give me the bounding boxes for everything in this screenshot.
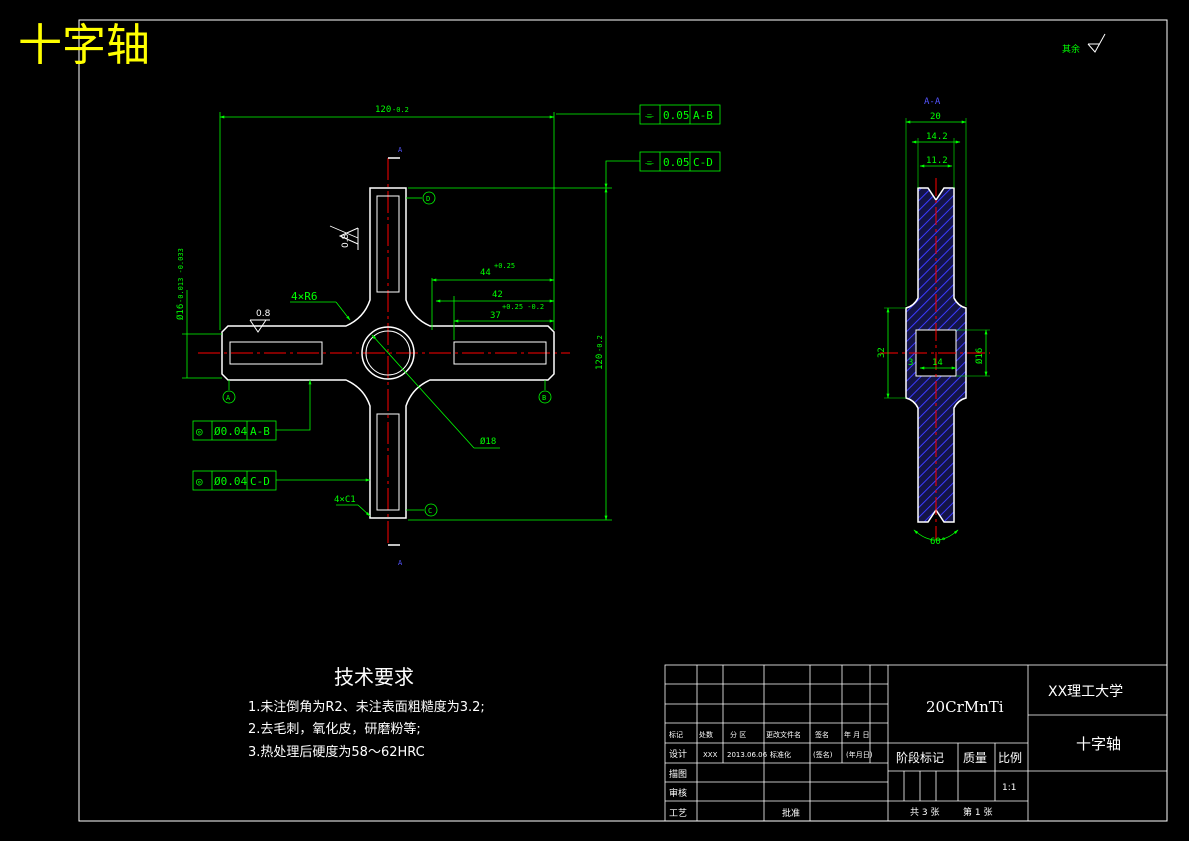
tolerance-frame-1: ⌯ 0.05 A-B xyxy=(639,104,721,125)
section-mark-bottom: A xyxy=(398,559,403,567)
surface-note: 其余 xyxy=(1062,43,1080,55)
svg-text:处数: 处数 xyxy=(699,730,713,739)
dim-37-tol: +0.25 -0.2 xyxy=(502,303,544,311)
svg-text:审核: 审核 xyxy=(669,787,687,799)
dim-11-2: 11.2 xyxy=(926,156,948,166)
tolerance-frame-2: ⌯ 0.05 C-D xyxy=(639,151,721,172)
chamfer-note: 4×C1 xyxy=(334,495,356,505)
dim-3: 3 xyxy=(908,358,913,368)
flatness-symbol-icon: ⌯ xyxy=(645,156,654,169)
svg-text:工艺: 工艺 xyxy=(669,808,687,819)
flatness-symbol-icon: ⌯ xyxy=(645,109,654,122)
dim-44: 44 xyxy=(480,268,491,278)
tech-requirements: 技术要求 1.未注倒角为R2、未注表面粗糙度为3.2; 2.去毛刺，氧化皮，研磨… xyxy=(248,665,485,760)
dim-16: Ø16 xyxy=(974,348,985,364)
weight-label: 质量 xyxy=(963,751,987,765)
part-name: 十字轴 xyxy=(1076,735,1121,753)
svg-text:0.05: 0.05 xyxy=(663,156,690,169)
stage-label: 阶段标记 xyxy=(896,750,944,765)
datum-a: A xyxy=(226,394,231,402)
concentricity-symbol-icon: ◎ xyxy=(196,425,203,438)
svg-text:Ø0.04: Ø0.04 xyxy=(214,475,247,488)
svg-text:年 月 日: 年 月 日 xyxy=(844,730,869,739)
dim-14: 14 xyxy=(932,358,943,368)
svg-text:A-B: A-B xyxy=(250,425,270,438)
tech-heading: 技术要求 xyxy=(334,665,414,689)
svg-text:A-B: A-B xyxy=(693,109,713,122)
dim-right-tol: -0.2 xyxy=(596,335,604,352)
drawing-title: 十字轴 xyxy=(18,20,150,71)
dim-top-length: 120 xyxy=(375,105,391,115)
dim-32: 32 xyxy=(877,347,887,358)
svg-text:(签名): (签名) xyxy=(813,750,833,759)
roughness-symbol-icon xyxy=(1087,33,1106,53)
concentricity-symbol-icon: ◎ xyxy=(196,475,203,488)
dim-37: 37 xyxy=(490,311,501,321)
svg-text:2013.06.06: 2013.06.06 xyxy=(727,751,768,759)
dim-right-length: 120 xyxy=(595,354,605,370)
dim-42: 42 xyxy=(492,290,503,300)
side-section-view: A-A 20 14.2 11.2 32 3 14 Ø16 60° xyxy=(877,97,990,547)
svg-text:C-D: C-D xyxy=(693,156,713,169)
material: 20CrMnTi xyxy=(926,698,1004,716)
svg-text:标准化: 标准化 xyxy=(770,750,791,759)
roughness-value-1: 0.8 xyxy=(256,309,271,319)
roughness-value-2: 0.8 xyxy=(341,233,351,248)
svg-text:C-D: C-D xyxy=(250,475,270,488)
angle-60: 60° xyxy=(930,537,946,547)
svg-text:0.05: 0.05 xyxy=(663,109,690,122)
front-view: A A 120 -0.2 120 -0.2 44 +0.25 42 3 xyxy=(175,105,640,567)
section-mark-top: A xyxy=(398,146,403,154)
sheets-total: 共 3 张 xyxy=(910,807,939,818)
tech-item-1: 1.未注倒角为R2、未注表面粗糙度为3.2; xyxy=(248,699,485,715)
datum-c: C xyxy=(428,507,432,515)
section-label: A-A xyxy=(924,97,941,107)
svg-text:标记: 标记 xyxy=(669,730,683,739)
tolerance-frame-4: ◎ Ø0.04 C-D xyxy=(192,470,277,491)
title-block-text: 20CrMnTi XX理工大学 十字轴 标记 处数 分 区 更改文件名 签名 年… xyxy=(669,684,1123,819)
dim-14-2: 14.2 xyxy=(926,132,948,142)
center-hole-outer xyxy=(361,326,415,380)
sheet-border xyxy=(78,19,1168,822)
dim-left-dia: Ø16 xyxy=(175,304,186,320)
center-dia: Ø18 xyxy=(480,436,496,447)
tech-item-2: 2.去毛刺，氧化皮，研磨粉等; xyxy=(248,721,421,737)
svg-text:Ø0.04: Ø0.04 xyxy=(214,425,247,438)
scale-label: 比例 xyxy=(998,751,1022,765)
svg-text:描图: 描图 xyxy=(669,768,687,780)
sheet-no: 第 1 张 xyxy=(963,806,992,818)
svg-text:分 区: 分 区 xyxy=(730,730,746,739)
school: XX理工大学 xyxy=(1048,684,1123,700)
title-block xyxy=(664,664,1168,822)
cross-shaft-outline xyxy=(221,187,555,519)
datum-b: B xyxy=(542,394,546,402)
svg-text:设计: 设计 xyxy=(669,748,687,760)
dim-left-tol: -0.013 -0.033 xyxy=(177,248,185,303)
center-hole-inner xyxy=(365,330,411,376)
svg-text:更改文件名: 更改文件名 xyxy=(766,730,801,739)
svg-text:签名: 签名 xyxy=(815,730,829,739)
approve-label: 批准 xyxy=(782,807,800,819)
svg-text:XXX: XXX xyxy=(703,751,718,759)
dim-top-tol: -0.2 xyxy=(392,106,409,114)
tolerance-frame-3: ◎ Ø0.04 A-B xyxy=(192,420,277,441)
dim-44-tol: +0.25 xyxy=(494,262,515,270)
svg-text:(年月日): (年月日) xyxy=(846,750,873,759)
scale-value: 1:1 xyxy=(1002,783,1016,793)
datum-d: D xyxy=(426,195,430,203)
dim-20: 20 xyxy=(930,112,941,122)
tech-item-3: 3.热处理后硬度为58～62HRC xyxy=(248,744,425,760)
fillet-note: 4×R6 xyxy=(291,290,318,303)
